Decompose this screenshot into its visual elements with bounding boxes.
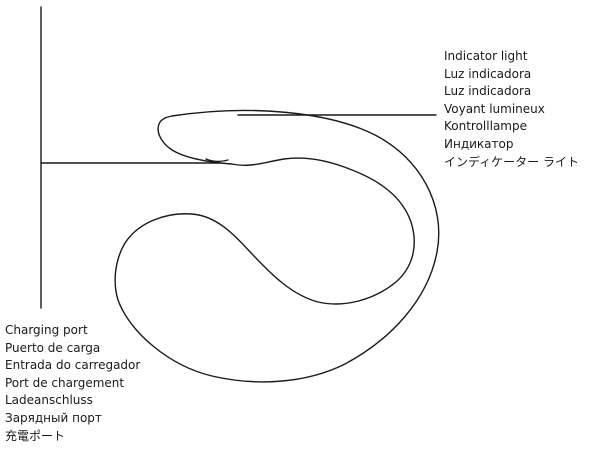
indicator-label-fr: Voyant lumineux: [444, 101, 545, 116]
charging-label-ru: Зарядный порт: [5, 410, 102, 425]
indicator-label-en: Indicator light: [444, 49, 528, 63]
indicator-label-pt: Luz indicadora: [444, 84, 532, 99]
charging-label-de: Ladeanschluss: [5, 393, 93, 408]
indicator-label-es: Luz indicadora: [444, 66, 532, 81]
charging-label-en: Charging port: [5, 323, 88, 337]
indicator-light-labels: Indicator light Luz indicadora Luz indic…: [444, 48, 579, 171]
indicator-label-ja: インディケーター ライト: [444, 154, 579, 169]
charging-label-fr: Port de chargement: [5, 375, 125, 390]
charging-label-ja: 充電ポート: [5, 428, 66, 443]
device-outline: [114, 109, 440, 383]
charging-port-labels: Charging port Puerto de carga Entrada do…: [5, 322, 140, 445]
indicator-label-de: Kontrolllampe: [444, 119, 527, 134]
charging-label-es: Puerto de carga: [5, 340, 101, 355]
charging-port: [205, 158, 229, 163]
indicator-label-ru: Индикатор: [444, 136, 514, 151]
charging-label-pt: Entrada do carregador: [5, 358, 141, 373]
